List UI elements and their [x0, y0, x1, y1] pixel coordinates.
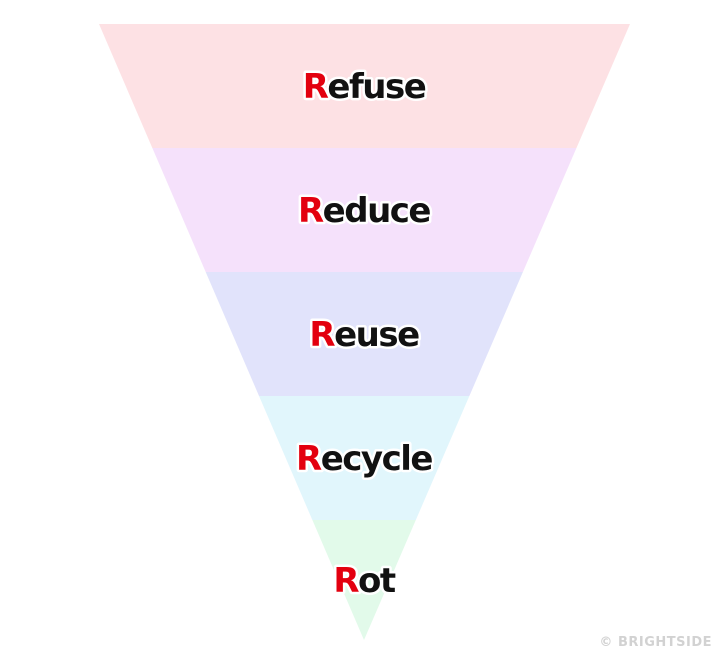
tier-band-1 [99, 24, 630, 148]
tier-word-rest: ecycle [321, 439, 433, 479]
tier-initial-letter: R [333, 561, 359, 601]
tier-label-4: Recycle [296, 439, 432, 479]
tier-label-1: Refuse [303, 67, 426, 107]
tier-initial-letter: R [298, 191, 324, 231]
tier-word-rest: euse [334, 315, 419, 355]
tier-word-rest: efuse [327, 67, 425, 107]
tier-band-4 [259, 396, 470, 520]
tier-label-2: Reduce [298, 191, 430, 231]
tier-word-rest: educe [323, 191, 431, 231]
tier-initial-letter: R [309, 315, 335, 355]
tier-label-3: Reuse [309, 315, 419, 355]
tier-band-3 [205, 272, 523, 396]
tier-word-rest: ot [358, 561, 396, 601]
tier-label-5: Rot [333, 561, 396, 601]
tier-band-5 [312, 520, 416, 640]
tier-initial-letter: R [296, 439, 322, 479]
tier-band-2 [152, 148, 577, 272]
brightside-watermark: © BRIGHTSIDE [599, 635, 712, 650]
tier-initial-letter: R [303, 67, 329, 107]
